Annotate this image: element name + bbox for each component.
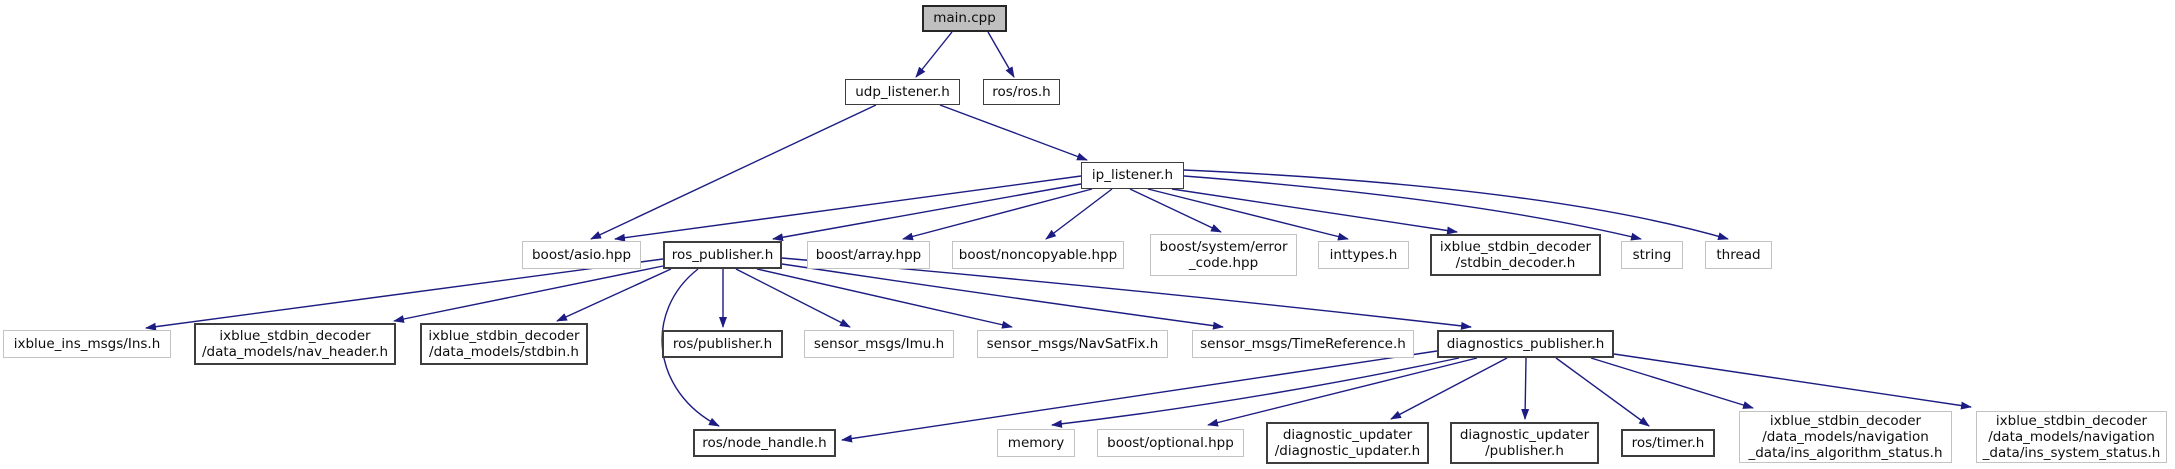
edge-diagnostics-publisher-h-to-ros-timer-h [1555,357,1650,427]
graph-node-ros-publisher2-h[interactable]: ros/publisher.h [662,330,783,358]
edge-diagnostics-publisher-h-to-memory [1051,357,1460,428]
edge-ip-listener-h-to-ixblue-stdbin-decoder-stdbin-decoder-h [1171,188,1458,235]
edge-diagnostics-publisher-h-to-diagnostic-updater-diagnostic-updater-h [1390,357,1508,420]
edge-diagnostics-publisher-h-to-ros-node-handle-h [841,350,1438,443]
edge-ros-publisher-h-to-nav-header-h [393,265,664,323]
edge-ip-listener-h-to-string [1183,175,1642,241]
edge-ip-listener-h-to-thread [1183,169,1729,241]
graph-node-inttypes-h: inttypes.h [1318,241,1409,269]
graph-node-boost-asio-hpp: boost/asio.hpp [522,241,641,269]
edge-ros-publisher-h-to-ixblue-ins-msgs-ins-h [145,258,664,331]
edge-ip-listener-h-to-boost-array-hpp [902,188,1093,241]
graph-node-diagnostic-updater-diagnostic-updater-h[interactable]: diagnostic_updater /diagnostic_updater.h [1266,422,1429,464]
edge-main-cpp-to-ros-ros-h [987,31,1015,78]
graph-node-ixblue-ins-msgs-ins-h: ixblue_ins_msgs/Ins.h [3,330,171,358]
graph-node-diagnostic-updater-publisher-h[interactable]: diagnostic_updater /publisher.h [1450,422,1599,464]
graph-node-ros-ros-h[interactable]: ros/ros.h [983,79,1060,105]
graph-node-ins-algorithm-status-h: ixblue_stdbin_decoder /data_models/navig… [1739,411,1952,463]
edge-ip-listener-h-to-boost-noncopyable-hpp [1045,188,1113,240]
edge-ip-listener-h-to-boost-asio-hpp [614,175,1082,242]
edge-ip-listener-h-to-inttypes-h [1147,188,1349,241]
edge-ros-publisher-h-to-stdbin-h [556,268,672,322]
graph-node-nav-header-h[interactable]: ixblue_stdbin_decoder /data_models/nav_h… [194,323,396,365]
graph-node-diagnostics-publisher-h[interactable]: diagnostics_publisher.h [1437,330,1614,358]
graph-node-boost-noncopyable-hpp: boost/noncopyable.hpp [952,241,1124,269]
graph-node-boost-optional-hpp: boost/optional.hpp [1097,429,1244,457]
graph-node-ip-listener-h[interactable]: ip_listener.h [1081,162,1184,189]
graph-node-main-cpp[interactable]: main.cpp [922,5,1007,32]
edge-ros-publisher-h-to-sensor-msgs-navsatfix-h [756,268,1013,329]
graph-node-memory: memory [997,429,1075,457]
graph-node-ins-system-status-h: ixblue_stdbin_decoder /data_models/navig… [1976,411,2167,463]
graph-node-ros-node-handle-h[interactable]: ros/node_handle.h [693,429,836,457]
edge-ip-listener-h-to-ros-publisher-h [772,183,1082,242]
edge-ros-publisher-h-to-sensor-msgs-timereference-h [781,263,1224,330]
edge-ros-publisher-h-to-sensor-msgs-imu-h [735,268,851,328]
edge-udp-listener-h-to-boost-asio-hpp [590,104,877,240]
graph-node-stdbin-h[interactable]: ixblue_stdbin_decoder /data_models/stdbi… [420,323,588,365]
graph-node-sensor-msgs-navsatfix-h: sensor_msgs/NavSatFix.h [977,330,1168,358]
graph-node-sensor-msgs-timereference-h: sensor_msgs/TimeReference.h [1192,330,1414,358]
graph-node-udp-listener-h[interactable]: udp_listener.h [845,79,960,105]
graph-node-string: string [1621,241,1683,269]
edge-ip-listener-h-to-boost-system-error-code-hpp [1129,188,1222,233]
graph-node-boost-array-hpp: boost/array.hpp [807,241,930,269]
edge-diagnostics-publisher-h-to-ins-algorithm-status-h [1590,357,1754,409]
graph-node-ros-publisher-h[interactable]: ros_publisher.h [663,241,782,269]
graph-node-thread: thread [1705,241,1772,269]
graph-node-ros-timer-h[interactable]: ros/timer.h [1621,429,1715,457]
edge-main-cpp-to-udp-listener-h [915,31,953,78]
graph-node-sensor-msgs-imu-h: sensor_msgs/Imu.h [804,330,954,358]
graph-node-ixblue-stdbin-decoder-stdbin-decoder-h[interactable]: ixblue_stdbin_decoder /stdbin_decoder.h [1430,234,1601,276]
graph-node-boost-system-error-code-hpp: boost/system/error _code.hpp [1150,234,1297,276]
edge-udp-listener-h-to-ip-listener-h [939,104,1088,161]
edge-diagnostics-publisher-h-to-ins-system-status-h [1613,353,1972,410]
edge-diagnostics-publisher-h-to-boost-optional-hpp [1207,357,1478,427]
edge-diagnostics-publisher-h-to-diagnostic-updater-publisher-h [1521,357,1530,420]
